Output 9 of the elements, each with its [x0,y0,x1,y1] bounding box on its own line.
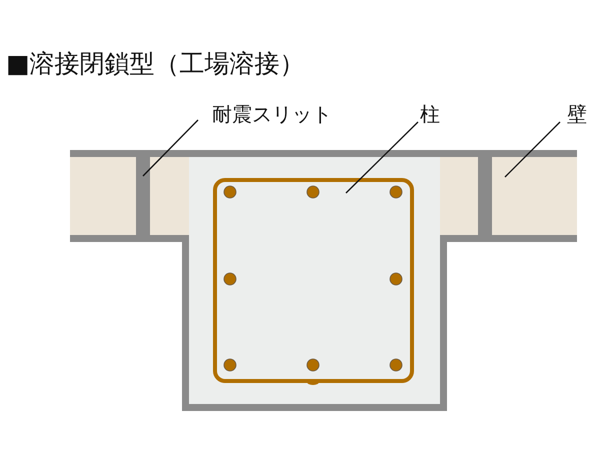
leader-line [142,120,198,176]
wall-panel [492,157,577,235]
leader-line [504,122,560,178]
title: ■溶接閉鎖型（工場溶接） [6,50,305,78]
part-label: 柱 [420,104,440,124]
part-label: 壁 [567,104,587,124]
column-section [189,157,440,404]
leader-line [346,122,418,194]
part-label: 耐震スリット [212,104,332,124]
